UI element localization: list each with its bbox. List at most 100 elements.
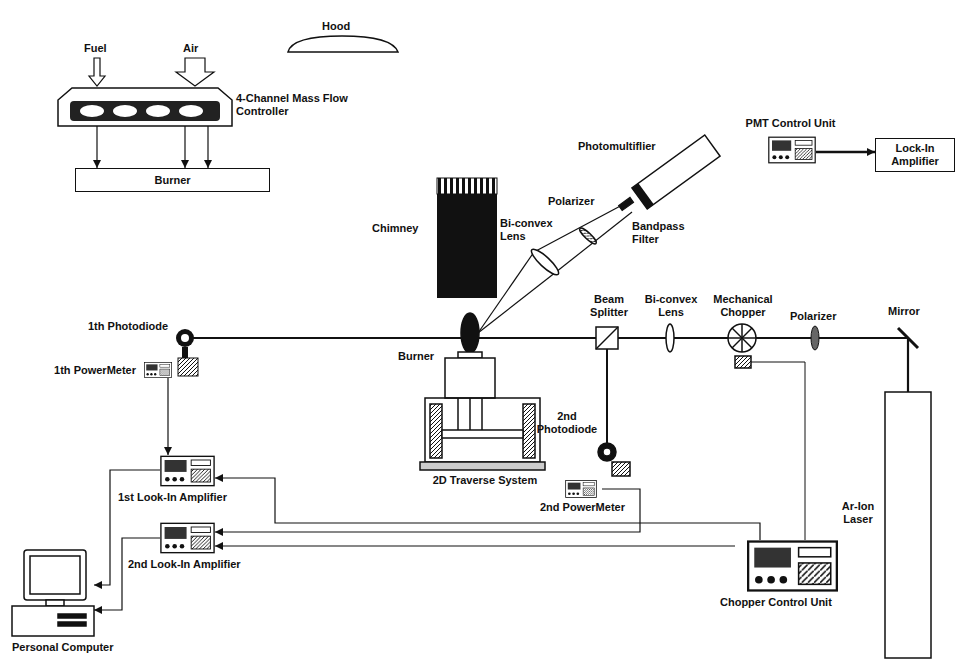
mass-flow-controller [80,105,104,117]
burner-assembly [445,358,495,398]
laser-beam [185,338,908,392]
beam-splitter-arm [596,327,630,476]
flow-controller: 4-Channel Mass Flow Controller [58,88,232,126]
signal-line [94,538,160,610]
part-label: Polarizer [548,195,594,208]
gas-inlet-arrows [89,58,105,86]
arrow-head [204,160,212,168]
power-meter: 2nd PowerMeter [560,480,602,498]
lock-in-amplifier: 1st Look-In Amplifier [160,455,215,487]
signal-line [215,474,760,540]
hood-label: Hood [322,20,350,33]
box-text: Lock-In Amplifier [881,142,949,168]
arrow-head [215,528,223,536]
part-label: Mirror [888,305,920,318]
collection-optics [528,246,561,278]
part-label: Chimney [372,222,418,235]
chopper-control-icon [748,542,837,591]
photodiode-1 [182,347,188,358]
part-label: Mechanical Chopper [708,293,778,319]
signal-line [816,148,875,156]
photodiode-1 [176,329,194,347]
burner-assembly [461,313,479,353]
signal-line [215,489,640,532]
computer-icon [30,556,80,594]
collection-optics [478,272,556,333]
burner-assembly [457,398,459,430]
mirror [898,328,918,348]
computer-icon [24,550,86,600]
computer-icon [12,606,94,636]
computer-icon [46,600,64,606]
burner-assembly [442,430,523,438]
device-label: 2nd PowerMeter [540,501,640,514]
arrow-head [94,606,102,614]
signal-line [93,126,101,168]
collection-optics [478,197,633,333]
arrow-head [215,542,223,550]
device-label: 1th PowerMeter [30,364,136,377]
gas-inlet-arrows [176,58,214,86]
lock-in-icon [161,456,214,485]
lock-in-icon [161,523,214,552]
chopper-control-unit: Chopper Control Unit [735,540,850,592]
control-unit: PMT Control Unit [768,134,816,166]
collection-optics [478,252,534,333]
computer-icon [58,614,86,618]
lens-2 [666,324,674,352]
signal-line [215,545,735,546]
powermeter-icon [566,481,597,498]
mechanical-chopper [732,328,752,348]
signal-line [215,542,735,550]
computer-icon [58,622,86,626]
collection-optics [619,197,634,210]
beam-splitter-arm [612,462,630,476]
beam-splitter-arm [596,327,618,349]
arrow-head [181,160,189,168]
gas-inlet-arrows [89,58,214,86]
photodiode-1 [178,358,198,376]
device-label: 1st Look-In Amplifier [118,491,268,504]
photodiode-1 [181,334,189,342]
burner-box: Burner [75,168,270,192]
gas-label: Fuel [84,42,107,55]
laser-beam [907,338,909,392]
signal-line [181,126,189,168]
mechanical-chopper [735,356,751,368]
chimney [437,178,497,298]
beam-splitter-arm [596,327,618,349]
collection-optics [556,212,632,272]
pmt-control-icon [769,137,815,163]
burner-assembly [458,352,482,358]
mechanical-chopper [751,362,805,540]
polarizer-2 [811,326,819,350]
arrow-head [94,581,102,589]
signal-line [215,489,640,536]
hood [288,36,398,52]
polarizer-2 [811,326,819,350]
laser-beam [185,337,908,339]
burner-assembly [523,404,535,458]
beam-splitter-arm [603,448,611,456]
device-label: Chopper Control Unit [720,596,880,609]
mass-flow-controller [146,105,170,117]
mirror [898,328,918,348]
arrow-head [867,148,875,156]
power-meter: 1th PowerMeter [140,362,176,378]
mass-flow-controller [113,105,137,117]
mechanical-chopper [732,328,752,348]
signal-line [816,151,875,154]
lock-in-amplifier: 2nd Look-In Amplifier [160,522,215,554]
arrow-head [93,160,101,168]
signal-line [94,470,160,589]
part-label: Photomultiflier [578,140,656,153]
device-label: PMT Control Unit [728,117,853,130]
powermeter-icon [144,362,171,377]
part-label: 2nd Photodiode [536,410,598,436]
part-label: Bi-convex Lens [643,293,699,319]
signal-line [167,378,168,455]
box-text: Burner [154,174,190,187]
burner-assembly [420,462,545,470]
personal-computer: Personal Computer [12,550,94,638]
arrow-head [215,474,223,482]
